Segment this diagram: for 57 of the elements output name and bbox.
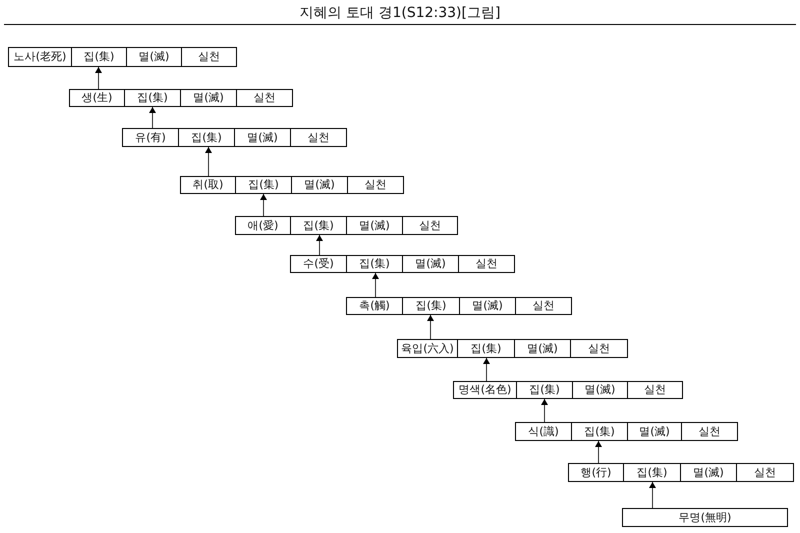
table-cell: 유(有) (122, 128, 179, 147)
arrow (541, 398, 548, 422)
table-cell: 멸(滅) (514, 339, 571, 358)
arrow (316, 234, 323, 256)
table-cell: 집(集) (71, 47, 127, 67)
table-cell: 멸(滅) (234, 128, 291, 147)
arrow (149, 106, 156, 128)
table-cell: 식(識) (515, 422, 572, 441)
table-cell: 실천 (627, 381, 683, 399)
arrow (483, 358, 490, 382)
table-cell: 노사(老死) (8, 47, 72, 67)
table-cell: 실천 (181, 47, 237, 67)
table-cell: 집(集) (623, 463, 681, 482)
table-cell: 실천 (402, 216, 458, 235)
table-cell: 멸(滅) (346, 216, 403, 235)
table-cell: 집(集) (178, 128, 235, 147)
arrow (427, 314, 434, 340)
table-cell: 실천 (290, 128, 347, 147)
arrow (649, 482, 656, 508)
table-cell: 실천 (681, 422, 738, 441)
arrow (372, 272, 379, 298)
table-cell: 실천 (458, 255, 515, 273)
table-cell: 실천 (515, 297, 572, 315)
table-cell: 행(行) (568, 463, 624, 482)
table-cell: 멸(滅) (402, 255, 459, 273)
arrow (205, 146, 212, 176)
table-cell: 명색(名色) (453, 381, 517, 399)
table-cell: 실천 (736, 463, 794, 482)
table-cell: 집(集) (235, 176, 292, 194)
table-cell: 취(取) (180, 176, 236, 194)
table-cell: 실천 (347, 176, 404, 194)
table-cell: 멸(滅) (627, 422, 682, 441)
text-box: 무명(無明) (622, 508, 788, 527)
table-cell: 촉(觸) (346, 297, 403, 315)
arrow (95, 66, 102, 90)
table-cell: 멸(滅) (291, 176, 348, 194)
table-cell: 육입(六入) (397, 339, 458, 358)
table-cell: 생(生) (69, 89, 125, 107)
table-cell: 멸(滅) (126, 47, 182, 67)
arrow (260, 194, 267, 216)
table-cell: 집(集) (516, 381, 573, 399)
table-cell: 멸(滅) (680, 463, 737, 482)
table-cell: 집(集) (290, 216, 347, 235)
table-cell: 집(集) (124, 89, 181, 107)
table-cell: 멸(滅) (180, 89, 237, 107)
title: 지혜의 토대 경1(S12:33)[그림] (300, 5, 500, 22)
table-cell: 집(集) (402, 297, 460, 315)
table-cell: 집(集) (346, 255, 403, 273)
table-cell: 애(愛) (235, 216, 291, 235)
table-cell: 멸(滅) (459, 297, 516, 315)
table-cell: 멸(滅) (572, 381, 628, 399)
table-cell: 수(受) (290, 255, 347, 273)
table-cell: 집(集) (457, 339, 515, 358)
arrow (595, 440, 602, 464)
table-cell: 실천 (570, 339, 628, 358)
table-cell: 집(集) (571, 422, 628, 441)
table-cell: 실천 (236, 89, 293, 107)
